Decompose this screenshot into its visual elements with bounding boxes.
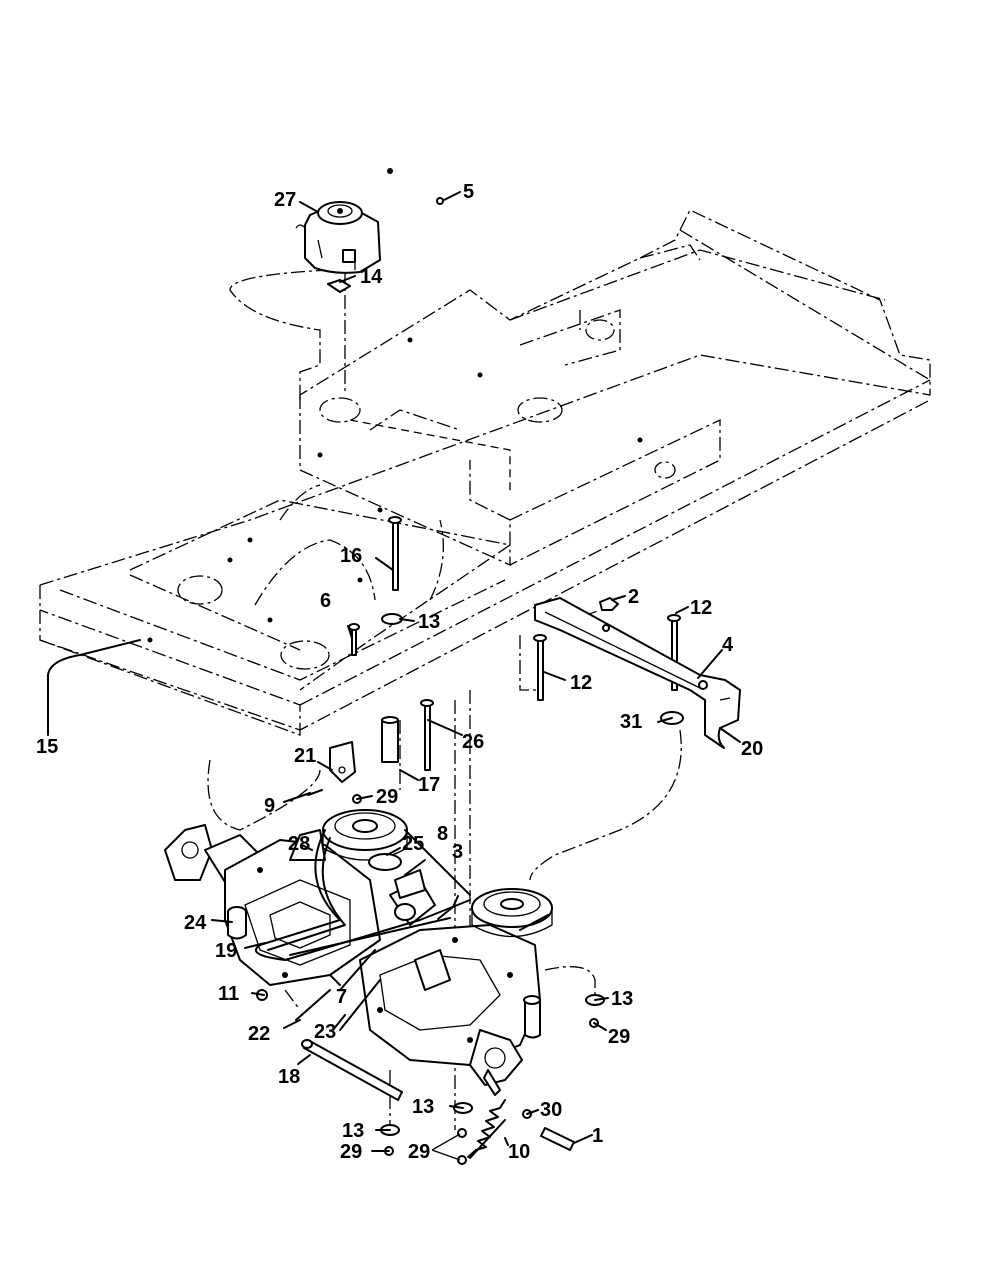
callout-7: 7 — [336, 986, 347, 1008]
callout-12b: 12 — [570, 672, 592, 694]
callout-labels: 1 2 3 4 5 6 7 8 9 10 11 12 12 13 13 13 1… — [36, 181, 763, 1163]
callout-30: 30 — [540, 1099, 562, 1121]
callout-31: 31 — [620, 711, 642, 733]
pulley-icon — [254, 809, 553, 961]
callout-12a: 12 — [690, 597, 712, 619]
callout-29d: 29 — [408, 1141, 430, 1163]
callout-8: 8 — [437, 823, 448, 845]
callout-29b: 29 — [608, 1026, 630, 1048]
callout-3: 3 — [452, 841, 463, 863]
callout-14: 14 — [360, 266, 383, 288]
callout-22: 22 — [248, 1023, 270, 1045]
spring-icon — [295, 949, 506, 1161]
callout-20: 20 — [741, 738, 763, 760]
callout-23: 23 — [314, 1021, 336, 1043]
callout-13a: 13 — [418, 611, 440, 633]
callout-21: 21 — [294, 745, 316, 767]
callout-2: 2 — [628, 586, 639, 608]
callout-4: 4 — [722, 634, 734, 656]
callout-15: 15 — [36, 736, 58, 758]
callout-13d: 13 — [342, 1120, 364, 1142]
callout-11: 11 — [218, 983, 239, 1005]
reservoir-icon — [295, 168, 444, 293]
callout-13b: 13 — [611, 988, 633, 1010]
callout-26: 26 — [462, 731, 484, 753]
leader-lines — [47, 191, 741, 1152]
callout-17: 17 — [418, 774, 440, 796]
bracket-icon — [534, 597, 741, 749]
callout-25: 25 — [402, 833, 424, 855]
callout-9: 9 — [264, 795, 275, 817]
callout-5: 5 — [463, 181, 474, 203]
callout-16: 16 — [340, 545, 362, 567]
callout-28: 28 — [288, 833, 310, 855]
callout-29c: 29 — [340, 1141, 362, 1163]
callout-6: 6 — [320, 590, 331, 612]
callout-13c: 13 — [412, 1096, 434, 1118]
callout-1: 1 — [592, 1125, 603, 1147]
frame-icon — [39, 209, 931, 736]
callout-10: 10 — [508, 1141, 530, 1163]
callout-19: 19 — [215, 940, 237, 962]
callout-24: 24 — [184, 912, 207, 934]
transaxle-icon — [164, 824, 541, 1096]
callout-18: 18 — [278, 1066, 300, 1088]
callout-29a: 29 — [376, 786, 398, 808]
callout-27: 27 — [274, 189, 296, 211]
